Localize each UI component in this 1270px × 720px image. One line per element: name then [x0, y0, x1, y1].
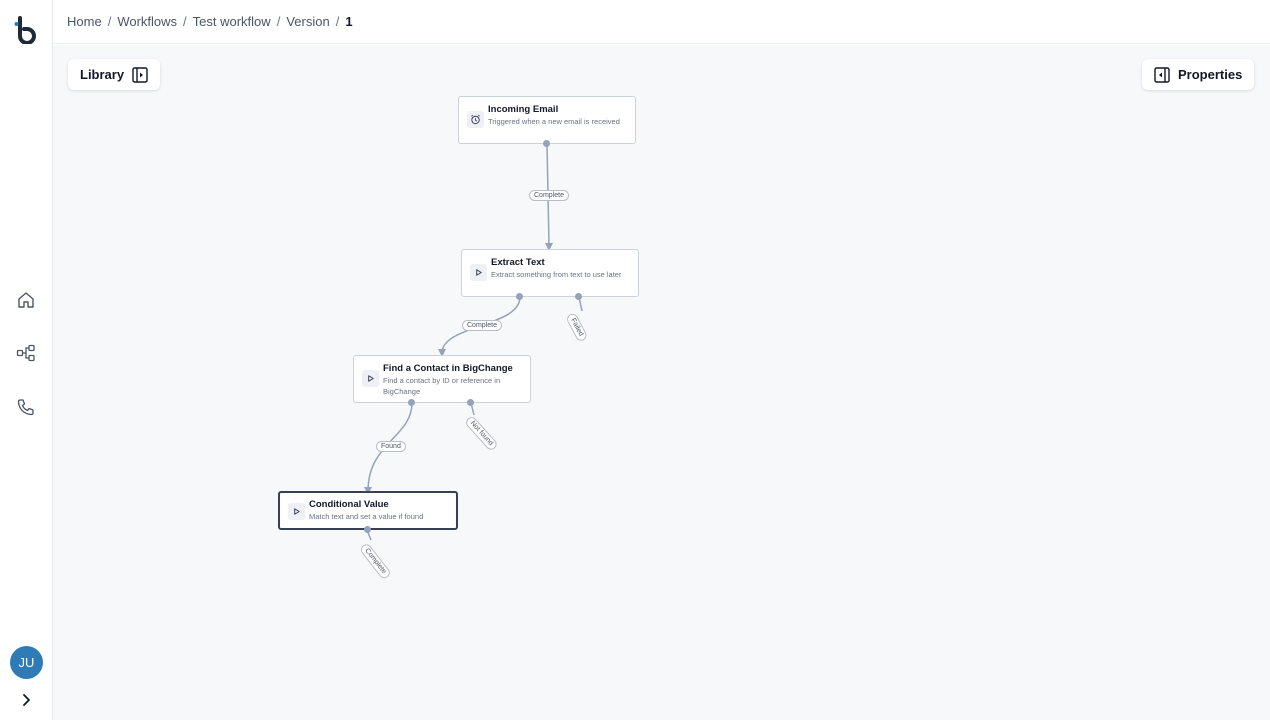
output-port[interactable]	[575, 293, 582, 300]
breadcrumb-separator: /	[335, 14, 340, 29]
phone-icon[interactable]	[16, 397, 36, 417]
alarm-icon	[467, 111, 484, 128]
node-description: Extract something from text to use later	[491, 270, 622, 279]
top-bar: Home / Workflows / Test workflow / Version / 1	[53, 0, 1270, 44]
output-port[interactable]	[467, 399, 474, 406]
node-title: Find a Contact in BigChange	[383, 363, 513, 374]
workflow-icon[interactable]	[16, 343, 36, 363]
properties-label: Properties	[1178, 67, 1243, 82]
edge-label-found[interactable]: Found	[376, 441, 406, 452]
breadcrumb-separator: /	[276, 14, 281, 29]
output-port[interactable]	[364, 526, 371, 533]
sidebar: JU	[0, 0, 53, 720]
output-port[interactable]	[408, 399, 415, 406]
output-port[interactable]	[516, 293, 523, 300]
output-port[interactable]	[543, 140, 550, 147]
panel-close-icon	[1154, 66, 1170, 83]
chevron-right-icon[interactable]	[18, 692, 34, 708]
node-description: Find a contact by ID or reference in Big…	[383, 376, 501, 396]
node-find-contact[interactable]: Find a Contact in BigChange Find a conta…	[353, 355, 531, 403]
breadcrumb-separator: /	[183, 14, 187, 29]
breadcrumb-home[interactable]: Home	[67, 14, 102, 29]
node-description: Triggered when a new email is received	[488, 117, 620, 126]
node-title: Extract Text	[491, 257, 545, 268]
node-description: Match text and set a value if found	[309, 512, 424, 521]
edge-label-complete[interactable]: Complete	[529, 190, 569, 201]
arrow-head	[438, 349, 446, 357]
node-conditional-value[interactable]: Conditional Value Match text and set a v…	[278, 491, 458, 530]
home-icon[interactable]	[16, 290, 36, 310]
node-title: Incoming Email	[488, 104, 559, 115]
edge-layer	[364, 143, 583, 541]
breadcrumb-current: 1	[345, 14, 353, 29]
library-button[interactable]: Library	[68, 59, 161, 90]
node-incoming-email[interactable]: Incoming Email Triggered when a new emai…	[458, 96, 636, 144]
panel-open-icon	[132, 66, 148, 83]
breadcrumb-test-workflow[interactable]: Test workflow	[192, 14, 271, 29]
play-icon	[470, 264, 487, 281]
edge-label-complete[interactable]: Complete	[462, 320, 502, 331]
breadcrumb: Home / Workflows / Test workflow / Version / 1	[67, 14, 353, 29]
library-label: Library	[80, 67, 125, 82]
play-icon	[288, 503, 305, 520]
node-extract-text[interactable]: Extract Text Extract something from text…	[461, 249, 639, 297]
breadcrumb-version[interactable]: Version	[286, 14, 330, 29]
brand-logo[interactable]	[14, 16, 40, 44]
arrow-head	[545, 243, 553, 251]
properties-button[interactable]: Properties	[1142, 59, 1255, 90]
node-title: Conditional Value	[309, 499, 389, 510]
play-icon	[362, 370, 379, 387]
breadcrumb-workflows[interactable]: Workflows	[117, 14, 178, 29]
workflow-canvas[interactable]: Library Properties Incoming Email Trigge…	[53, 45, 1270, 720]
user-avatar[interactable]: JU	[10, 646, 43, 679]
breadcrumb-separator: /	[107, 14, 112, 29]
